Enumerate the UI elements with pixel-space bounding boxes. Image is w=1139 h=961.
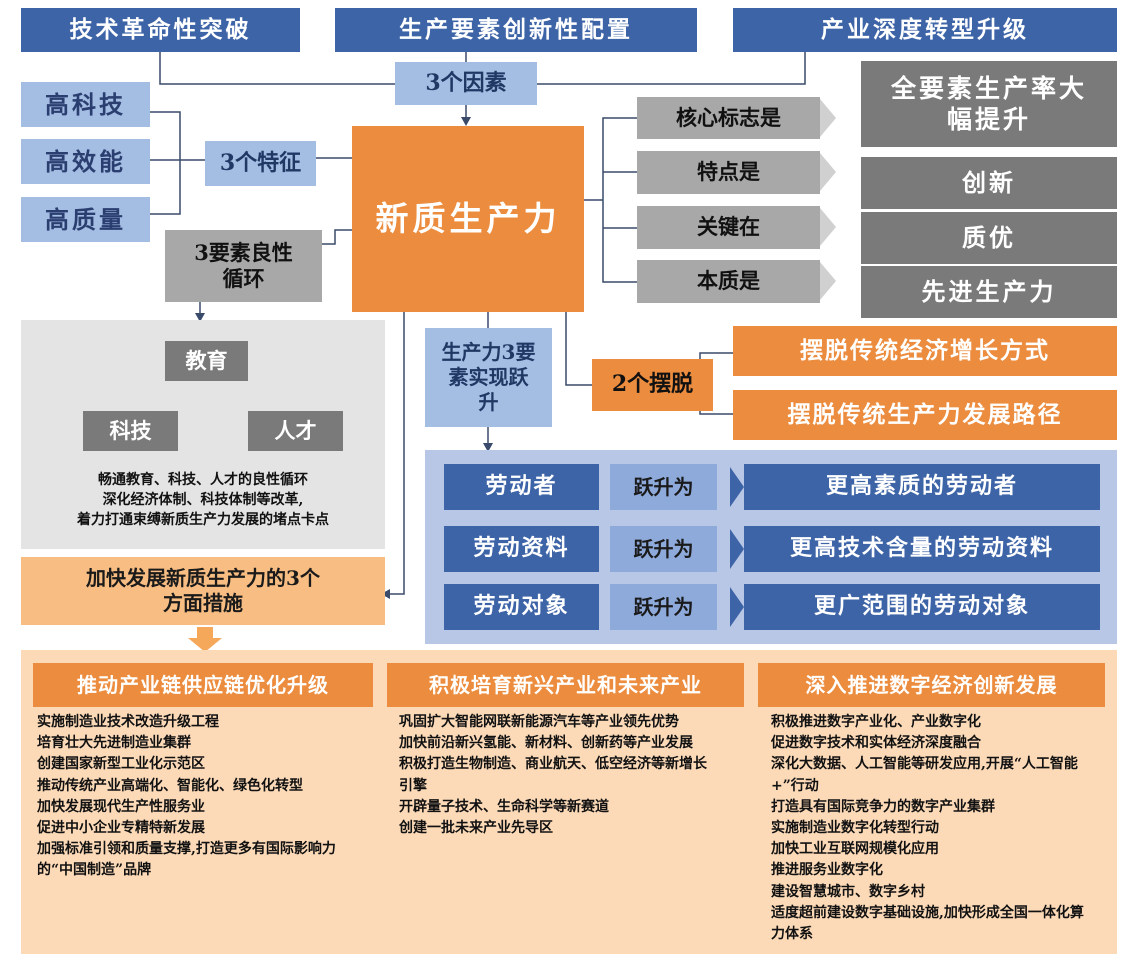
leap-chevron-1 (730, 529, 744, 569)
leap-to-0: 更高素质的劳动者 (744, 464, 1100, 510)
list-item: 加快工业互联网规模化应用 (771, 841, 939, 858)
list-item: 创建一批未来产业先导区 (399, 820, 553, 837)
list-item: 加快前沿新兴氢能、新材料、创新药等产业发展 (399, 735, 693, 752)
list-item: 推动传统产业高端化、智能化、绿色化转型 (37, 777, 303, 794)
leap-verb-0: 跃升为 (610, 464, 717, 510)
list-item: 实施制造业数字化转型行动 (771, 820, 939, 837)
feature-high-tech: 高科技 (21, 82, 150, 127)
list-item: 积极打造生物制造、商业航天、低空经济等新增长引擎 (399, 756, 707, 794)
list-item: 适度超前建设数字基础设施,加快形成全国一体化算力体系 (771, 904, 1084, 943)
feature-high-quality: 高质量 (21, 197, 150, 242)
cycle-text-line-1: 深化经济体制、科技体制等改革, (102, 492, 304, 508)
measure-column-title-2: 深入推进数字经济创新发展 (758, 663, 1105, 707)
leap-chevron-0 (730, 467, 744, 507)
shed-item-1: 摆脱传统生产力发展路径 (733, 390, 1117, 440)
leap-to-2: 更广范围的劳动对象 (744, 584, 1100, 630)
cycle-node-talent: 人才 (248, 411, 343, 451)
measure-column-title-0: 推动产业链供应链优化升级 (33, 663, 373, 707)
shed-label: 2个摆脱 (592, 359, 713, 411)
cycle-label: 3要素良性循环 (165, 230, 322, 302)
list-item: 积极推进数字产业化、产业数字化 (771, 714, 981, 730)
cycle-node-education: 教育 (165, 341, 248, 381)
list-item: 加快发展现代生产性服务业 (37, 798, 205, 815)
factor-tech-breakthrough: 技术革命性突破 (21, 8, 300, 52)
factor-industry-upgrade: 产业深度转型升级 (733, 8, 1117, 52)
list-item: 实施制造业技术改造升级工程 (37, 714, 219, 730)
leap-verb-1: 跃升为 (610, 526, 717, 572)
list-item: 建设智慧城市、数字乡村 (771, 883, 925, 900)
list-item: 加强标准引领和质量支撑,打造更多有国际影响力的“中国制造”品牌 (37, 841, 336, 879)
factors-label: 3个因素 (395, 62, 537, 105)
measures-label: 加快发展新质生产力的3个方面措施 (21, 557, 385, 625)
core-new-productivity: 新质生产力 (352, 126, 584, 312)
attribute-value-1: 创新 (861, 157, 1117, 209)
attribute-arrow-0 (820, 99, 836, 137)
cycle-text-line-2: 着力打通束缚新质生产力发展的堵点卡点 (77, 512, 329, 528)
attribute-label-3: 本质是 (637, 260, 820, 303)
list-item: 深化大数据、人工智能等研发应用,开展“人工智能+”行动 (771, 756, 1078, 794)
leap-to-1: 更高技术含量的劳动资料 (744, 526, 1100, 572)
factor-factor-allocation: 生产要素创新性配置 (335, 8, 697, 52)
cycle-text-line-0: 畅通教育、科技、人才的良性循环 (98, 472, 308, 488)
attribute-label-1: 特点是 (637, 151, 820, 194)
features-label: 3个特征 (205, 141, 316, 186)
leap-from-2: 劳动对象 (444, 584, 599, 630)
attribute-value-2: 质优 (861, 212, 1117, 264)
leap-label: 生产力3要素实现跃升 (425, 328, 552, 427)
measure-list-0: 实施制造业技术改造升级工程 培育壮大先进制造业集群 创建国家新型工业化示范区 推… (37, 712, 355, 882)
attribute-arrow-3 (820, 262, 836, 300)
list-item: 促进数字技术和实体经济深度融合 (771, 735, 981, 752)
attribute-arrow-1 (820, 153, 836, 191)
leap-chevron-2 (730, 587, 744, 627)
list-item: 创建国家新型工业化示范区 (37, 756, 205, 773)
attribute-arrow-2 (820, 208, 836, 246)
leap-from-1: 劳动资料 (444, 526, 599, 572)
measure-list-1: 巩固扩大智能网联新能源汽车等产业领先优势 加快前沿新兴氢能、新材料、创新药等产业… (399, 712, 717, 839)
list-item: 促进中小企业专精特新发展 (37, 820, 205, 837)
feature-high-efficiency: 高效能 (21, 139, 150, 184)
list-item: 开辟量子技术、生命科学等新赛道 (399, 798, 609, 815)
cycle-text: 畅通教育、科技、人才的良性循环 深化经济体制、科技体制等改革, 着力打通束缚新质… (21, 470, 385, 530)
attribute-label-0: 核心标志是 (637, 97, 820, 139)
cycle-node-technology: 科技 (83, 411, 178, 451)
list-item: 推进服务业数字化 (771, 862, 883, 879)
measure-column-title-1: 积极培育新兴产业和未来产业 (387, 663, 744, 707)
measure-list-2: 积极推进数字产业化、产业数字化 促进数字技术和实体经济深度融合 深化大数据、人工… (771, 712, 1089, 945)
attribute-value-3: 先进生产力 (861, 266, 1117, 318)
leap-from-0: 劳动者 (444, 464, 599, 510)
attribute-value-0: 全要素生产率大幅提升 (861, 61, 1117, 147)
list-item: 巩固扩大智能网联新能源汽车等产业领先优势 (399, 714, 679, 730)
leap-verb-2: 跃升为 (610, 584, 717, 630)
attribute-label-2: 关键在 (637, 206, 820, 249)
list-item: 培育壮大先进制造业集群 (37, 735, 191, 752)
shed-item-0: 摆脱传统经济增长方式 (733, 326, 1117, 376)
list-item: 打造具有国际竞争力的数字产业集群 (771, 798, 995, 815)
